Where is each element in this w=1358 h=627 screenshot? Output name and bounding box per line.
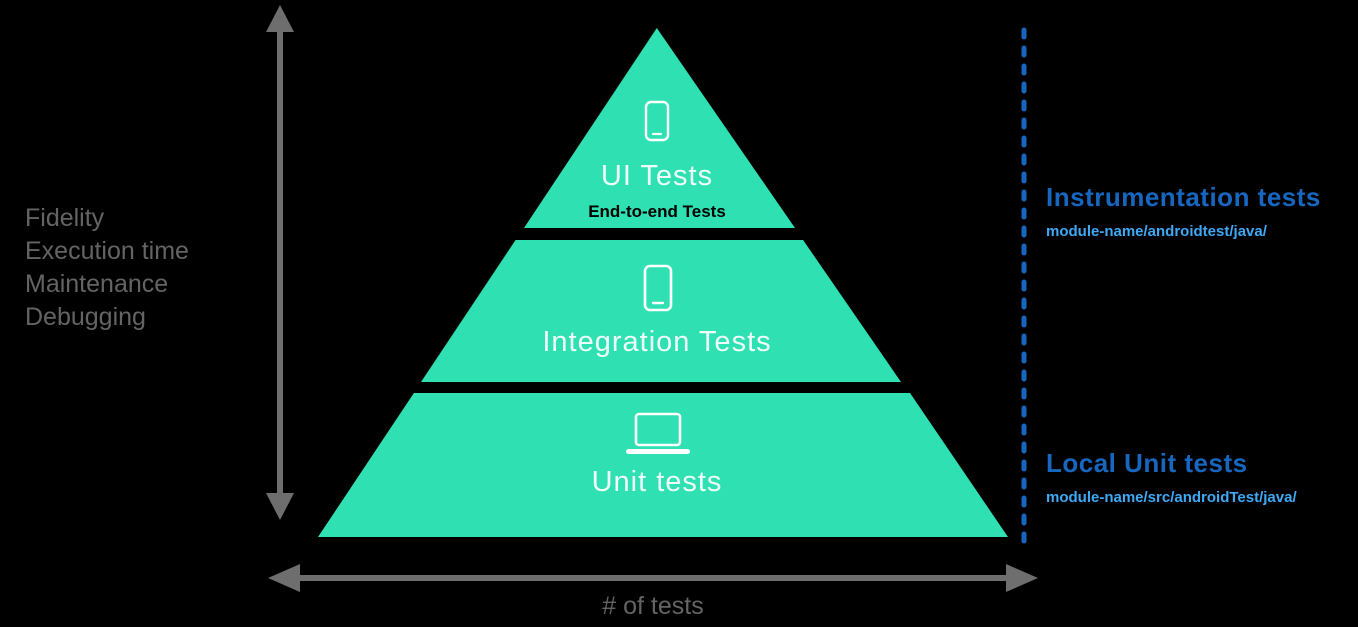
axis-label-maintenance: Maintenance [25,270,169,298]
pyramid-tier-unit-tests [318,393,1008,537]
laptop-icon [626,412,690,454]
phone-icon [643,264,673,312]
axis-label-fidelity: Fidelity [25,204,105,232]
annotation-title: Local Unit tests [1046,448,1248,478]
vertical-axis-arrow [266,5,294,520]
tier-label-ui-tests: UI Tests [600,160,714,192]
tier-label-integration-tests: Integration Tests [542,326,772,358]
axis-label-execution-time: Execution time [25,237,189,265]
annotation-instrumentation-tests: Instrumentation tests module-name/androi… [1046,182,1321,240]
tier-sublabel-end-to-end-tests: End-to-end Tests [588,202,726,221]
annotation-path: module-name/androidtest/java/ [1046,223,1267,240]
horizontal-axis-arrow [268,564,1038,592]
axis-label-number-of-tests: # of tests [602,592,704,620]
dashed-separator-line [1021,27,1027,547]
axis-label-debugging: Debugging [25,303,146,331]
annotation-path: module-name/src/androidTest/java/ [1046,489,1297,506]
left-axis-labels: Fidelity Execution time Maintenance Debu… [25,202,189,334]
phone-icon [644,100,670,142]
annotation-title: Instrumentation tests [1046,182,1321,212]
tier-label-unit-tests: Unit tests [591,466,723,498]
annotation-local-unit-tests: Local Unit tests module-name/src/android… [1046,448,1297,506]
